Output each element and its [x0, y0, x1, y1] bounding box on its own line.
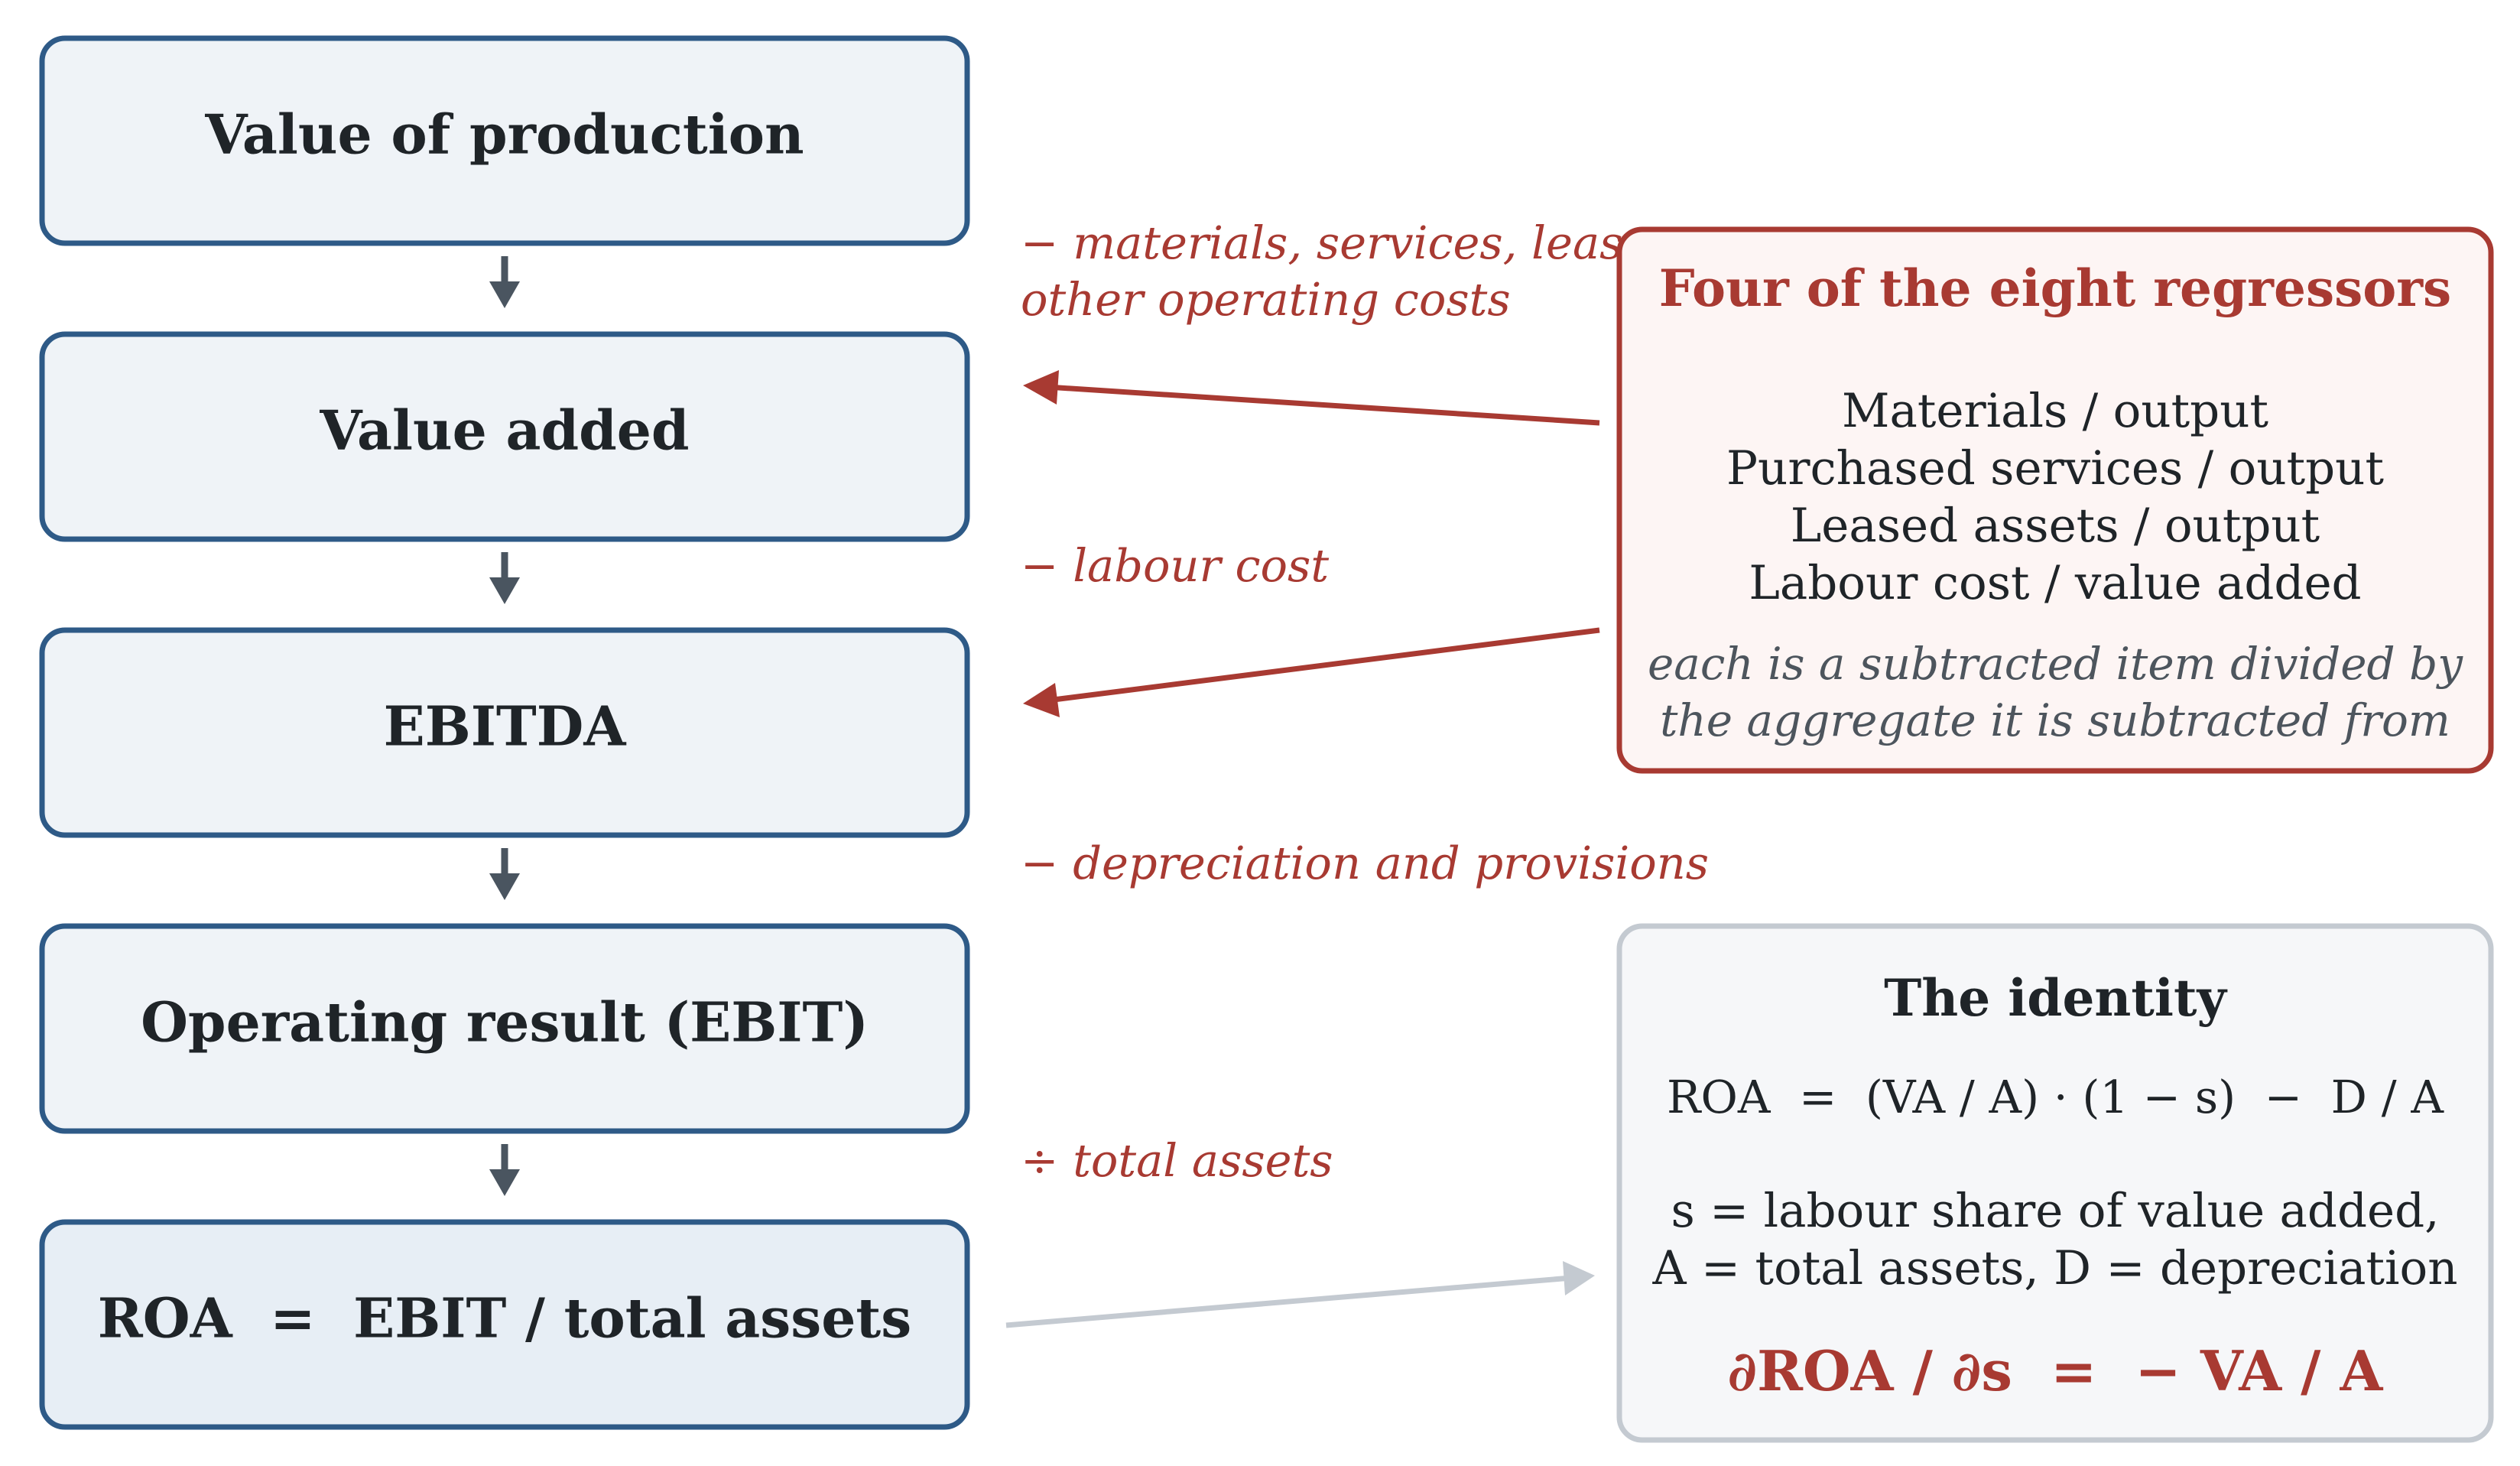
down-arrow-icon	[489, 1144, 520, 1196]
flow-step-operating-result: Operating result (EBIT)	[39, 923, 970, 1134]
annotation-divide-assets: ÷ total assets	[1021, 1134, 1333, 1187]
flow-step-label: Value of production	[204, 102, 804, 167]
identity-panel: The identity ROA = (VA / A) · (1 − s) − …	[1616, 923, 2494, 1443]
identity-title: The identity	[1884, 968, 2227, 1028]
down-arrow-icon	[489, 552, 520, 604]
identity-legend: A = total assets, D = depreciation	[1652, 1241, 2458, 1295]
annotation-subtract-costs: − materials, services, leases,	[1021, 216, 1687, 269]
down-arrow-icon	[489, 256, 520, 308]
regressor-item: Labour cost / value added	[1749, 556, 2361, 610]
regressors-title: Four of the eight regressors	[1659, 258, 2451, 318]
annotation-subtract-depreciation: − depreciation and provisions	[1021, 837, 1709, 889]
regressor-item: Materials / output	[1842, 384, 2268, 438]
annotation-subtract-labour: − labour cost	[1021, 539, 1329, 592]
identity-formula: ROA = (VA / A) · (1 − s) − D / A	[1667, 1071, 2444, 1123]
annotation-subtract-costs-cont: other operating costs	[1021, 273, 1511, 326]
regressors-note: each is a subtracted item divided by	[1648, 638, 2463, 690]
arrow-to-ebitda-icon	[1023, 627, 1600, 717]
down-arrow-icon	[489, 848, 520, 900]
regressors-panel: Four of the eight regressors Materials /…	[1616, 226, 2494, 774]
regressors-note: the aggregate it is subtracted from	[1660, 694, 2450, 746]
identity-legend: s = labour share of value added,	[1671, 1184, 2439, 1238]
flow-step-ebitda: EBITDA	[39, 627, 970, 838]
flow-step-value-added: Value added	[39, 331, 970, 542]
flow-step-label: EBITDA	[384, 694, 627, 759]
flow-step-value-of-production: Value of production	[39, 35, 970, 246]
flow-step-label: Value added	[319, 398, 689, 463]
identity-derivative: ∂ROA / ∂s = − VA / A	[1728, 1338, 2384, 1403]
regressor-item: Leased assets / output	[1791, 499, 2320, 553]
arrow-to-value-added-icon	[1023, 370, 1600, 426]
arrow-to-identity-icon	[1005, 1261, 1595, 1328]
flow-step-label: Operating result (EBIT)	[141, 990, 869, 1055]
flow-step-roa: ROA = EBIT / total assets	[39, 1219, 970, 1430]
flow-step-label: ROA = EBIT / total assets	[98, 1286, 911, 1351]
regressor-item: Purchased services / output	[1726, 441, 2384, 496]
